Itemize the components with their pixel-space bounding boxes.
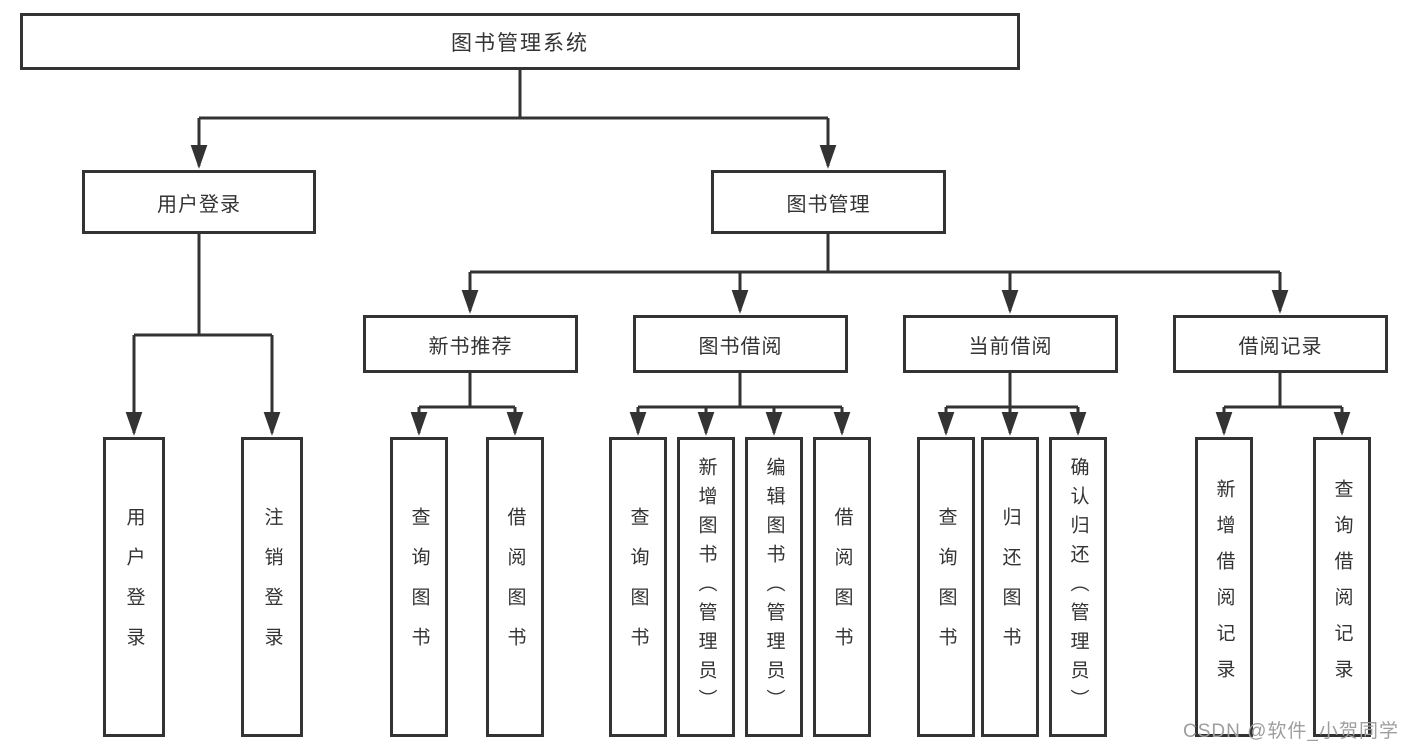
leaf-query-books-1: 查询图书 [390, 437, 448, 737]
node-user-login: 用户登录 [82, 170, 316, 234]
leaf-query-books-2: 查询图书 [609, 437, 667, 737]
csdn-watermark: CSDN @软件_小贺同学 [1183, 721, 1399, 742]
leaf-user-login: 用户登录 [103, 437, 165, 737]
leaf-edit-books-admin: 编辑图书（管理员） [745, 437, 803, 737]
leaf-confirm-return-admin: 确认归还（管理员） [1049, 437, 1107, 737]
leaf-query-books-3: 查询图书 [917, 437, 975, 737]
node-new-book-recommend: 新书推荐 [363, 315, 578, 373]
leaf-query-borrow-record: 查询借阅记录 [1313, 437, 1371, 737]
leaf-logout: 注销登录 [241, 437, 303, 737]
leaf-borrow-books-2: 借阅图书 [813, 437, 871, 737]
leaf-borrow-books-1: 借阅图书 [486, 437, 544, 737]
node-book-management: 图书管理 [711, 170, 946, 234]
node-library-management-system: 图书管理系统 [20, 13, 1020, 70]
node-current-borrowing: 当前借阅 [903, 315, 1118, 373]
leaf-add-borrow-record: 新增借阅记录 [1195, 437, 1253, 737]
node-borrowing-records: 借阅记录 [1173, 315, 1388, 373]
node-book-borrowing: 图书借阅 [633, 315, 848, 373]
leaf-return-books: 归还图书 [981, 437, 1039, 737]
leaf-add-books-admin: 新增图书（管理员） [677, 437, 735, 737]
